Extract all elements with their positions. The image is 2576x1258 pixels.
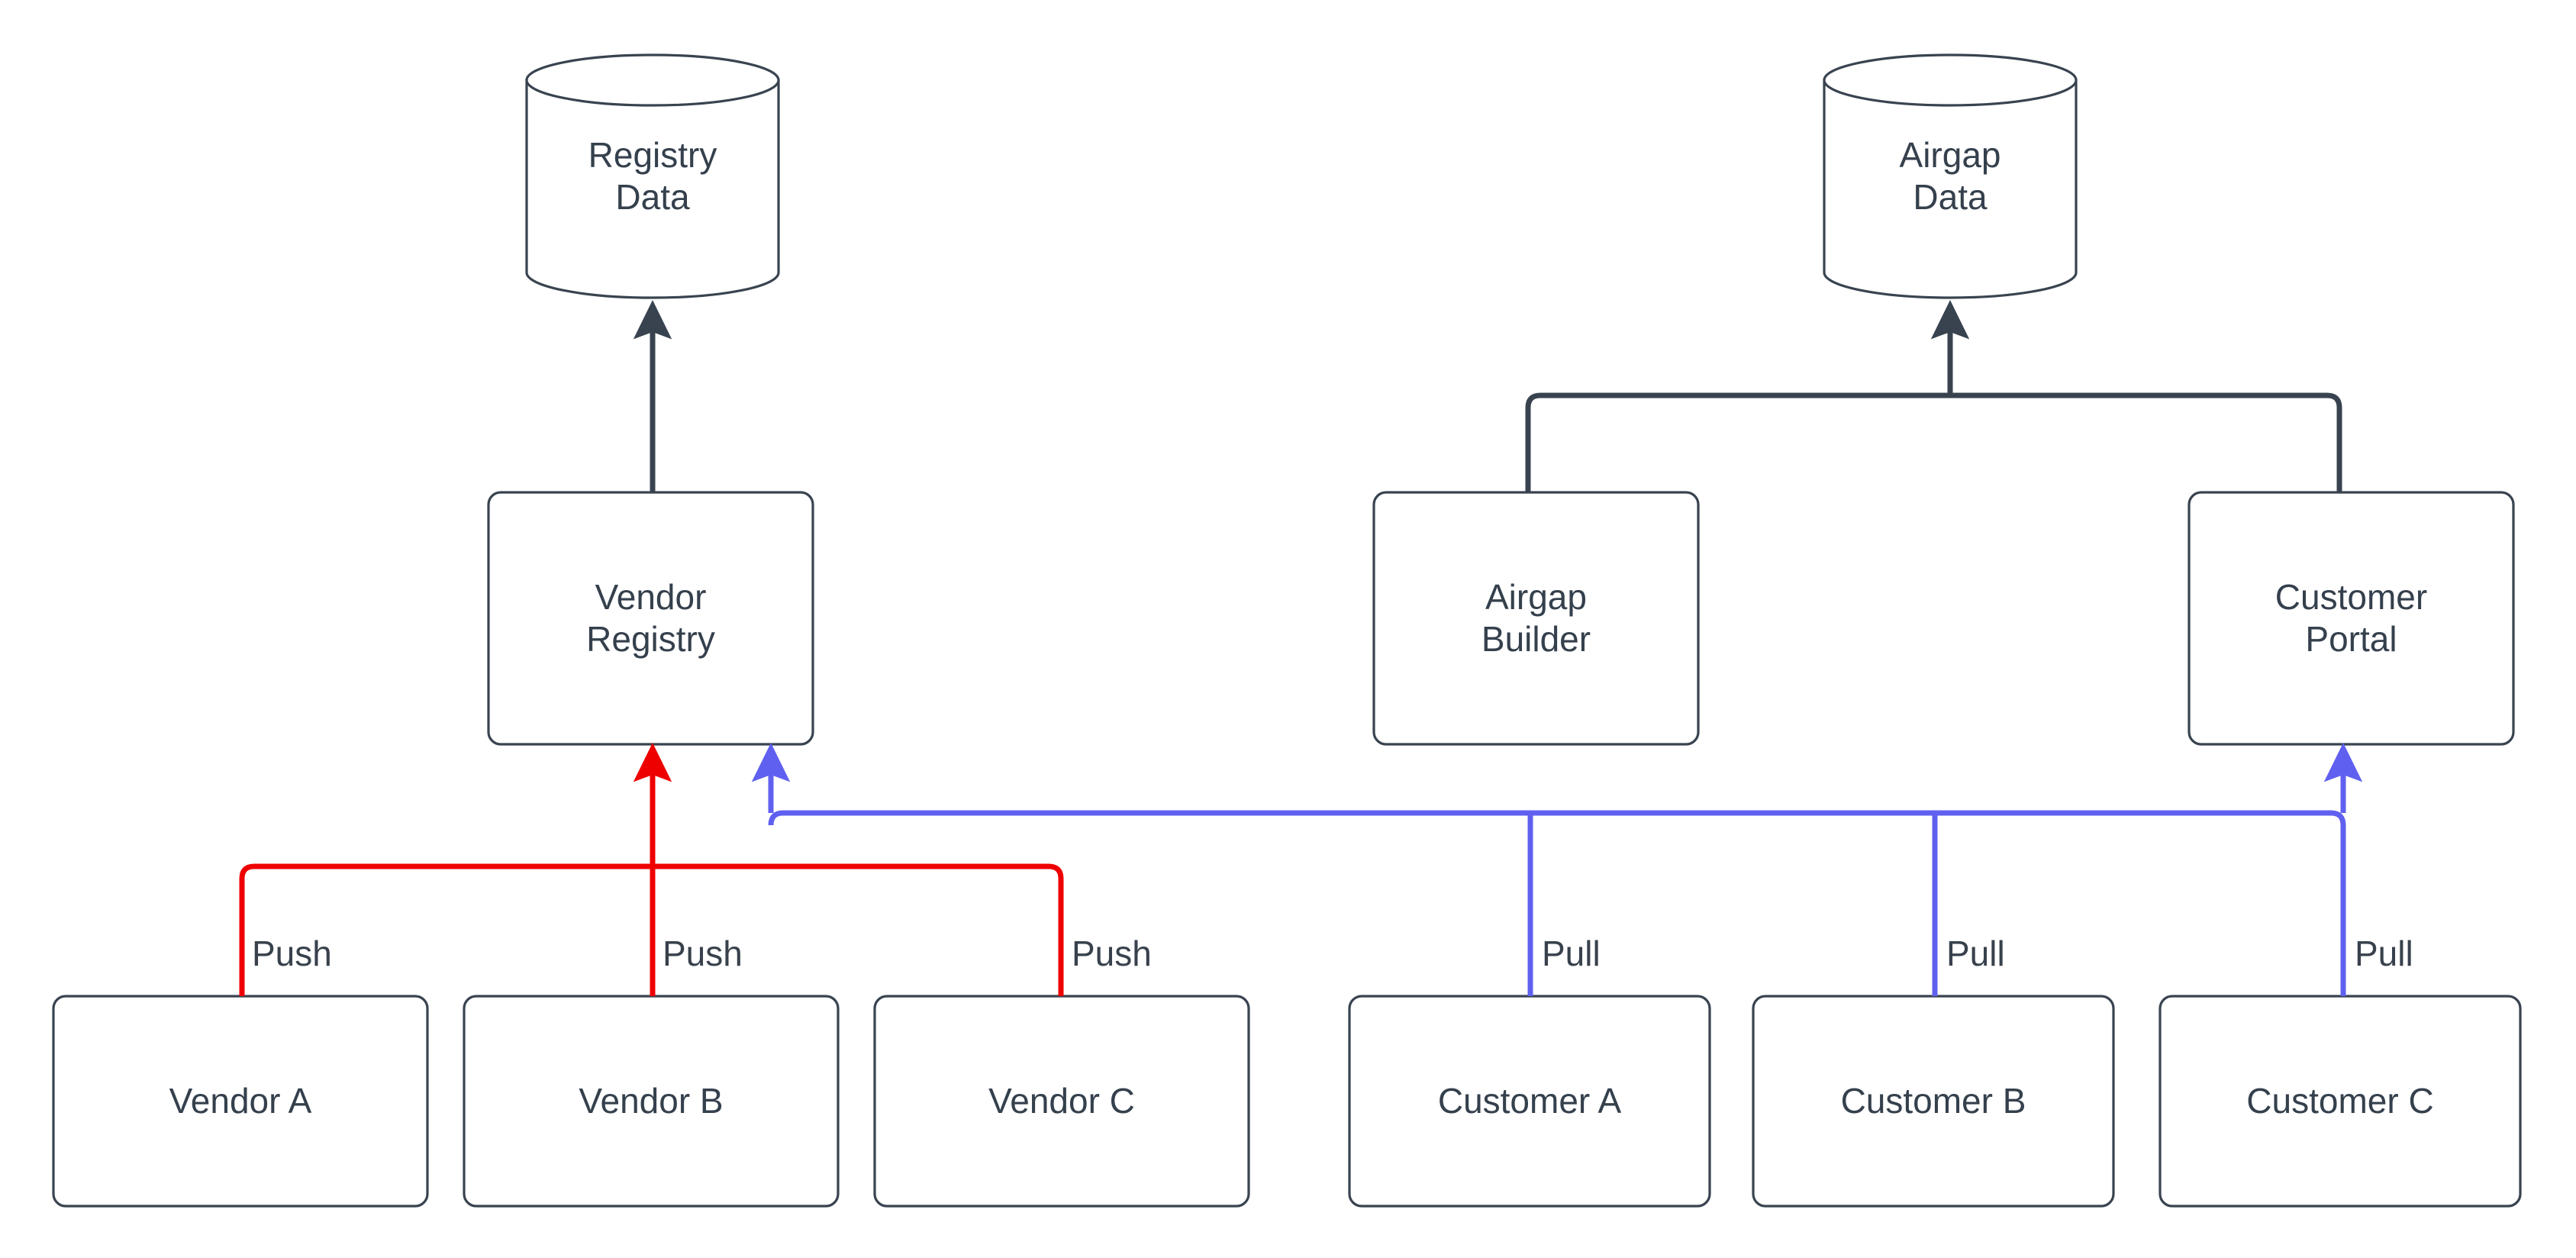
edge-label-pull-customer-a: Pull bbox=[1542, 934, 1601, 973]
node-vendor-c[interactable] bbox=[873, 995, 1250, 1208]
node-customer-b[interactable] bbox=[1752, 995, 2115, 1208]
edge-label-push-vendor-c: Push bbox=[1072, 934, 1152, 973]
edge-pull-bus bbox=[768, 810, 2346, 996]
edge-label-push-vendor-b: Push bbox=[663, 934, 743, 973]
node-customer-a[interactable] bbox=[1348, 995, 1711, 1208]
node-vendor-a[interactable] bbox=[52, 995, 429, 1208]
datastore-airgap-data[interactable] bbox=[1823, 53, 2078, 299]
edge-label-pull-customer-c: Pull bbox=[2355, 934, 2413, 973]
node-customer-portal[interactable] bbox=[2188, 491, 2515, 746]
node-vendor-b[interactable] bbox=[463, 995, 840, 1208]
node-airgap-builder[interactable] bbox=[1372, 491, 1700, 746]
node-customer-c[interactable] bbox=[2158, 995, 2522, 1208]
datastore-registry-data[interactable] bbox=[525, 53, 780, 299]
cylinder-body bbox=[525, 79, 780, 299]
node-vendor-registry[interactable] bbox=[487, 491, 814, 746]
cylinder-top bbox=[1823, 53, 2078, 107]
edge-label-pull-customer-b: Pull bbox=[1946, 934, 2005, 973]
edge-label-push-vendor-a: Push bbox=[252, 934, 332, 973]
cylinder-top bbox=[525, 53, 780, 107]
cylinder-body bbox=[1823, 79, 2078, 299]
edge-airgap-bus bbox=[1525, 392, 2342, 492]
